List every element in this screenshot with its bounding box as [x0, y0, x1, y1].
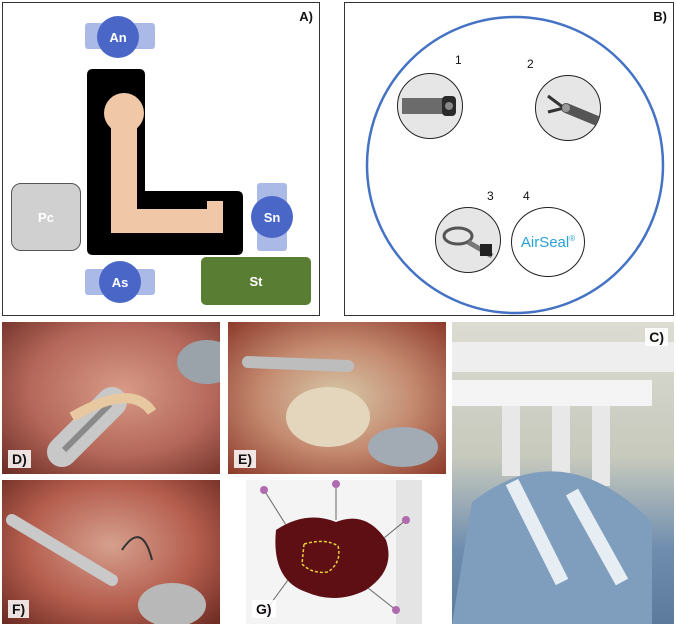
photo-c-label: C) — [645, 328, 668, 346]
photo-c-robot-arms — [452, 342, 674, 624]
patient-body — [111, 127, 223, 233]
grasper-forceps-icon — [547, 94, 600, 127]
anesthesiologist-circle: An — [97, 16, 139, 58]
photo-e-instruments — [242, 356, 438, 467]
port-3-circle — [435, 207, 501, 273]
photo-d-instruments — [47, 340, 220, 467]
scrub-nurse-circle: Sn — [251, 196, 293, 238]
photo-g-pinned-specimen — [260, 480, 422, 624]
airseal-logo: AirSeal® — [520, 233, 576, 251]
port-1-circle — [397, 73, 463, 139]
photo-e-intraoperative: E) — [228, 322, 446, 474]
photo-c-robot-system: C) — [452, 322, 674, 624]
photo-d-label: D) — [8, 450, 31, 468]
port-1-number: 1 — [455, 53, 462, 67]
port-4-number: 4 — [523, 189, 530, 203]
photo-e-label: E) — [234, 450, 256, 468]
port-4-circle: AirSeal® — [511, 207, 585, 277]
surgeon-table-box: St — [201, 257, 311, 305]
port-3-number: 3 — [487, 189, 494, 203]
port-2-number: 2 — [527, 57, 534, 71]
panel-a-label: A) — [299, 9, 313, 24]
patient-cart-box: Pc — [11, 183, 81, 251]
abdomen-circle — [365, 15, 665, 315]
needle-driver-icon — [442, 226, 494, 259]
patient-head — [104, 93, 144, 133]
photo-g-label: G) — [252, 600, 276, 618]
operating-table-with-patient — [87, 69, 243, 255]
photo-f-label: F) — [8, 600, 30, 618]
panel-b-port-placement: B) 1 2 3 4 AirSeal® — [344, 2, 674, 316]
panel-b-label: B) — [653, 9, 667, 24]
port-2-circle — [535, 75, 601, 141]
panel-a-or-layout: A) An Pc Sn As St — [2, 2, 320, 316]
assistant-circle: As — [99, 261, 141, 303]
camera-endoscope-icon — [402, 96, 456, 116]
photo-g-specimen: G) — [246, 480, 422, 624]
photo-f-instruments — [6, 514, 206, 624]
photo-f-intraoperative: F) — [2, 480, 220, 624]
photo-d-intraoperative: D) — [2, 322, 220, 474]
